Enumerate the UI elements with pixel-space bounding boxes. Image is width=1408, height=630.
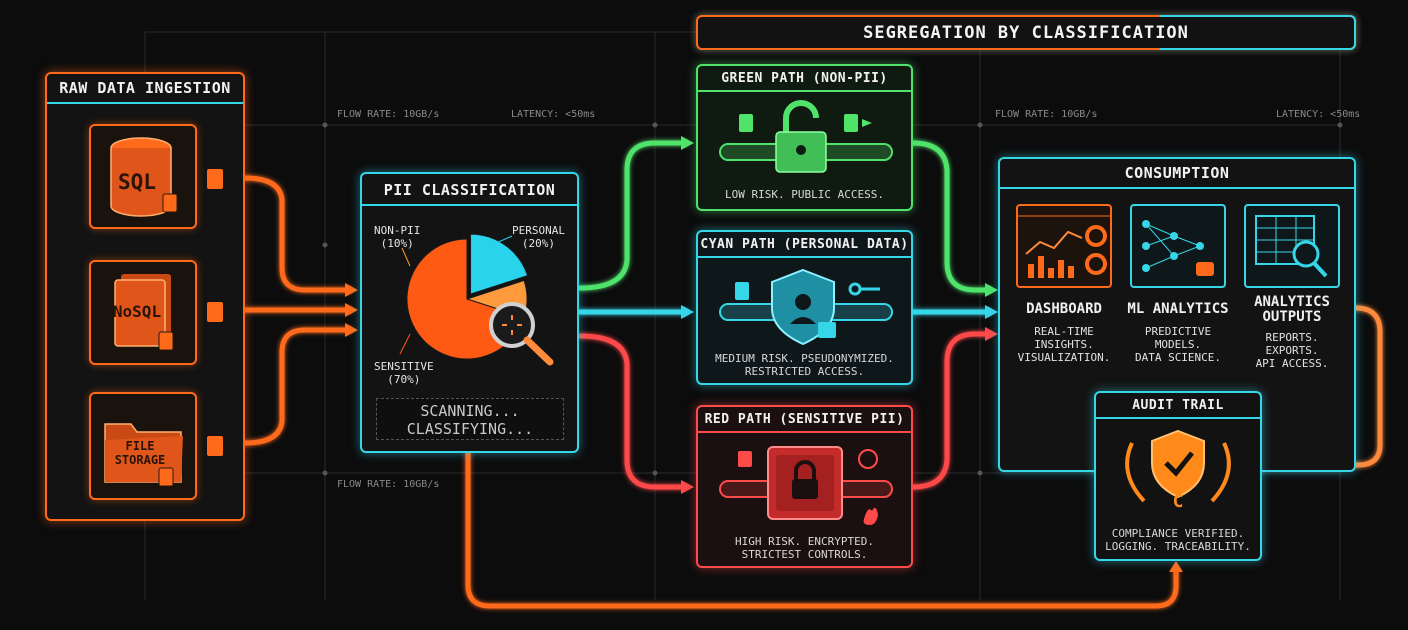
green-path-title: GREEN PATH (NON-PII) bbox=[698, 66, 911, 92]
pii-pie-chart bbox=[399, 233, 554, 366]
red-path-title: RED PATH (SENSITIVE PII) bbox=[698, 407, 911, 433]
analytics-outputs-desc: REPORTS.EXPORTS.API ACCESS. bbox=[1255, 331, 1329, 370]
documents-icon bbox=[114, 274, 174, 351]
source-label-nosql: NoSQL bbox=[112, 302, 162, 321]
segment-label-non-pii: NON-PII(10%) bbox=[374, 224, 421, 250]
vault-icon bbox=[719, 446, 893, 525]
source-label-sql: SQL bbox=[118, 170, 156, 194]
file-icon bbox=[207, 302, 223, 322]
consumption-title: CONSUMPTION bbox=[1000, 159, 1354, 189]
latency-label: LATENCY: <50ms bbox=[511, 109, 596, 120]
shield-user-icon bbox=[719, 268, 893, 346]
cyan-path-title: CYAN PATH (PERSONAL DATA) bbox=[698, 232, 911, 258]
cyan-path-desc: MEDIUM RISK. PSEUDONYMIZED. RESTRICTED A… bbox=[715, 352, 894, 378]
segment-label-personal: PERSONAL(20%) bbox=[512, 224, 565, 250]
audit-trail-title: AUDIT TRAIL bbox=[1096, 393, 1260, 419]
file-icon bbox=[207, 436, 223, 456]
database-icon bbox=[110, 137, 178, 217]
flow-line-consumption-audit bbox=[1269, 305, 1383, 468]
magnifier-icon bbox=[489, 302, 535, 348]
unlock-icon bbox=[719, 100, 893, 173]
flow-line-audit-bypass bbox=[465, 449, 1179, 609]
file-icon bbox=[207, 169, 223, 189]
flow-line-file bbox=[242, 327, 353, 446]
flow-line-green-path bbox=[577, 140, 689, 291]
flow-line-red-path bbox=[577, 333, 689, 490]
flow-line-green-out bbox=[910, 140, 993, 293]
ml-analytics-tile[interactable] bbox=[1130, 204, 1226, 288]
flow-rate-label: FLOW RATE: 10GB/s bbox=[337, 479, 440, 490]
neural-network-icon bbox=[1142, 220, 1214, 276]
flow-line-red-out bbox=[910, 331, 993, 490]
segment-label-sensitive: SENSITIVE(70%) bbox=[374, 360, 434, 386]
banner-cyan-edge bbox=[1160, 15, 1356, 50]
green-path-panel: GREEN PATH (NON-PII) LOW RISK. PUBLIC AC… bbox=[696, 64, 913, 211]
seal-letter: C bbox=[1172, 491, 1184, 512]
audit-trail-desc: COMPLIANCE VERIFIED. LOGGING. TRACEABILI… bbox=[1105, 527, 1251, 553]
ingestion-panel: RAW DATA INGESTION SQL NoSQL FILE STORAG… bbox=[45, 72, 245, 521]
analytics-outputs-tile[interactable] bbox=[1244, 204, 1340, 288]
dashboard-tile[interactable] bbox=[1016, 204, 1112, 288]
ingestion-title: RAW DATA INGESTION bbox=[47, 74, 243, 104]
latency-label: LATENCY: <50ms bbox=[1276, 109, 1361, 120]
table-magnifier-icon bbox=[1255, 215, 1328, 278]
banner-title: SEGREGATION BY CLASSIFICATION bbox=[863, 22, 1189, 43]
dashboard-title: DASHBOARD bbox=[1026, 301, 1102, 317]
dashboard-chart-icon bbox=[1018, 215, 1110, 278]
source-label-file-storage: FILE STORAGE bbox=[114, 439, 166, 467]
source-card-sql[interactable]: SQL bbox=[89, 124, 197, 229]
audit-trail-panel: AUDIT TRAIL C COMPLIANCE VERIFIED. LOGGI… bbox=[1094, 391, 1262, 561]
red-path-desc: HIGH RISK. ENCRYPTED. STRICTEST CONTROLS… bbox=[734, 535, 875, 561]
red-path-panel: RED PATH (SENSITIVE PII) HIGH RISK. ENCR… bbox=[696, 405, 913, 568]
shield-check-icon bbox=[1125, 429, 1231, 503]
green-path-desc: LOW RISK. PUBLIC ACCESS. bbox=[725, 188, 884, 201]
classification-panel: PII CLASSIFICATION NON-PII(10%) PERSONAL… bbox=[360, 172, 579, 453]
source-card-nosql[interactable]: NoSQL bbox=[89, 260, 197, 365]
scanning-status: SCANNING... CLASSIFYING... bbox=[376, 398, 564, 440]
cyan-path-panel: CYAN PATH (PERSONAL DATA) MEDIUM RISK. P… bbox=[696, 230, 913, 385]
folder-icon bbox=[104, 423, 183, 487]
flow-rate-label: FLOW RATE: 10GB/s bbox=[337, 109, 440, 120]
pie-slice-personal bbox=[470, 233, 529, 295]
classification-title: PII CLASSIFICATION bbox=[362, 176, 577, 206]
source-card-file-storage[interactable]: FILE STORAGE bbox=[89, 392, 197, 500]
flow-rate-label: FLOW RATE: 10GB/s bbox=[995, 109, 1098, 120]
segregation-banner: SEGREGATION BY CLASSIFICATION bbox=[696, 15, 1356, 50]
ml-analytics-title: ML ANALYTICS bbox=[1127, 301, 1229, 317]
flow-line-sql bbox=[242, 175, 353, 293]
